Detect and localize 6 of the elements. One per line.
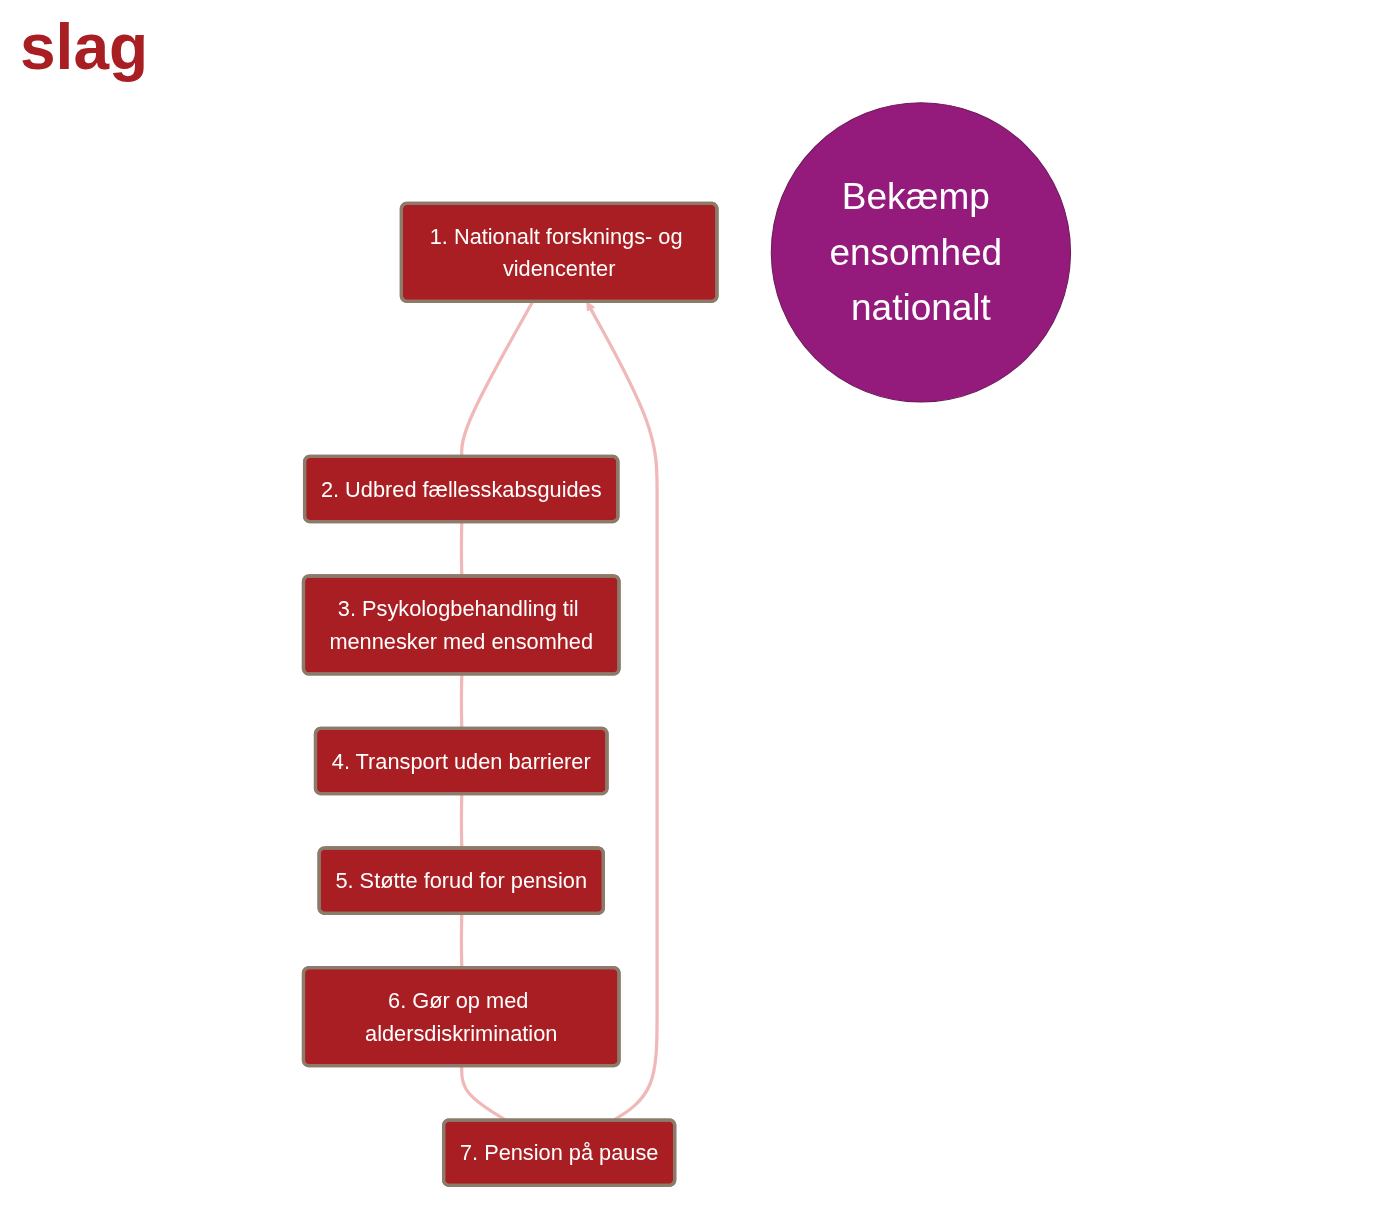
node-circle: Bekæmp ensomhed nationalt — [770, 102, 1072, 403]
connector — [459, 794, 464, 849]
title: slag — [20, 10, 150, 84]
connector — [459, 674, 464, 729]
connector — [460, 301, 534, 457]
connector — [459, 522, 464, 577]
